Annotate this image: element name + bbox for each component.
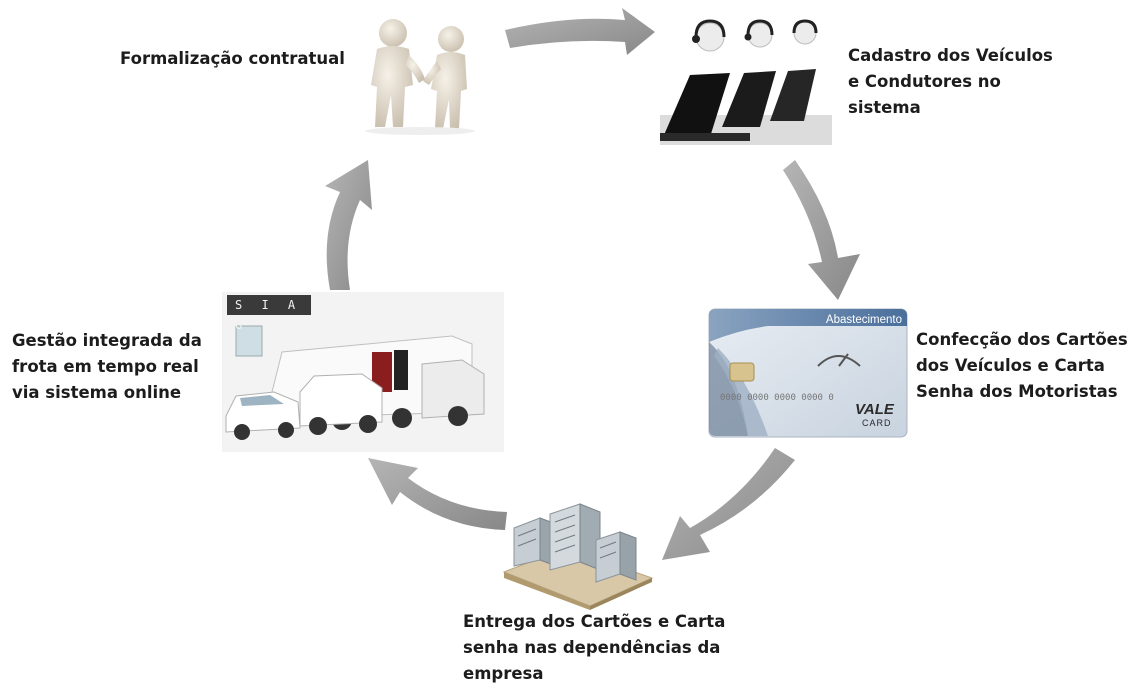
fuel-card-icon: 0000 0000 0000 0000 0: [708, 308, 908, 438]
arrow-2: [783, 160, 860, 300]
operators-at-laptops-icon: [660, 15, 832, 145]
card-brand: VALE: [855, 401, 894, 418]
arrow-5: [325, 160, 372, 290]
step-label-formalizacao: Formalização contratual: [120, 49, 345, 68]
office-buildings-icon: [500, 500, 655, 610]
step-label-cadastro: Cadastro dos Veículos e Condutores no si…: [848, 46, 1053, 117]
fleet-vehicles-icon: [222, 292, 504, 452]
siag-badge: S I A G: [227, 295, 311, 332]
arrow-3: [662, 448, 795, 560]
svg-text:0000 0000 0000 0000 0: 0000 0000 0000 0000 0: [720, 393, 834, 403]
arrow-4: [368, 458, 507, 530]
step-label-confeccao: Confecção dos Cartões dos Veículos e Car…: [916, 330, 1128, 401]
step-label-gestao: Gestão integrada da frota em tempo real …: [12, 331, 202, 402]
card-brand-sub: CARD: [862, 418, 892, 428]
handshake-icon: [355, 15, 485, 135]
arrow-1: [505, 8, 655, 55]
card-title: Abastecimento: [825, 314, 902, 326]
step-label-entrega: Entrega dos Cartões e Carta senha nas de…: [463, 612, 726, 683]
